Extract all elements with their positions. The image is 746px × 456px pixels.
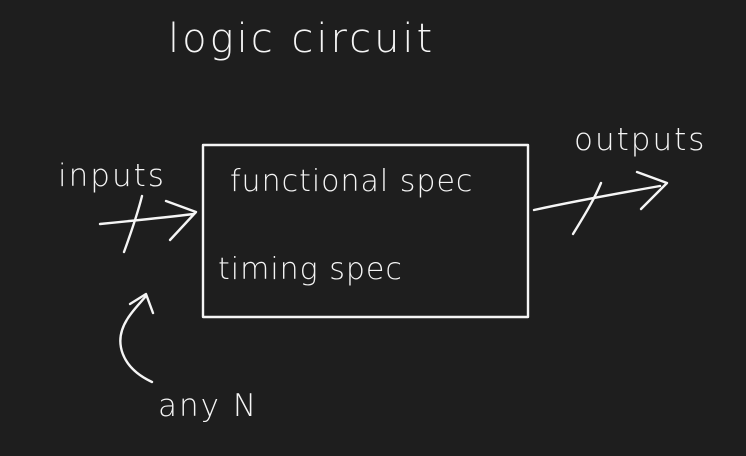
output-arrowhead: [635, 170, 669, 211]
output-arrow-line: [532, 184, 662, 212]
output-bus-slash: [571, 181, 603, 236]
logic-circuit-box: [201, 143, 530, 319]
input-arrowhead: [164, 199, 198, 242]
diagram-title: logic circuit: [168, 16, 435, 62]
note-pointer-curve: [119, 294, 154, 384]
input-arrow-line: [98, 212, 196, 226]
functional-spec-text: functional spec: [230, 164, 473, 199]
note-pointer-arrowhead: [128, 292, 155, 315]
output-bus-arrow: [532, 170, 669, 236]
timing-spec-text: timing spec: [218, 252, 403, 287]
input-bus-slash: [122, 194, 144, 254]
any-n-note: any N: [158, 388, 258, 424]
outputs-label: outputs: [574, 122, 706, 158]
input-bus-arrow: [98, 194, 198, 254]
inputs-label: inputs: [58, 158, 166, 194]
